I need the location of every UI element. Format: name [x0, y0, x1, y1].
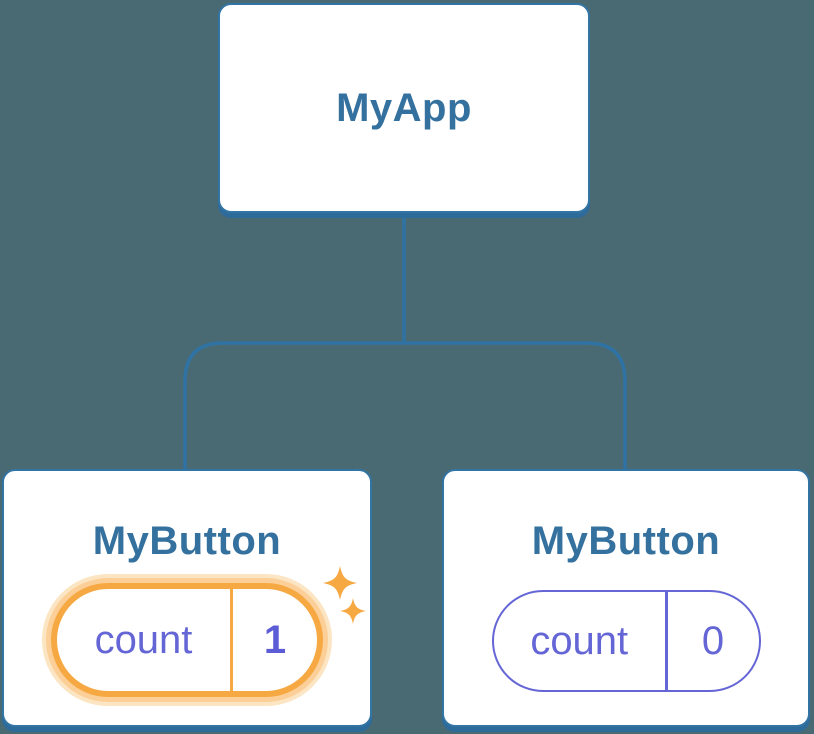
tree-node-mybutton-active: MyButton count 1	[2, 469, 372, 727]
state-value: 0	[701, 618, 725, 663]
tree-node-mybutton-default: MyButton count 0	[442, 469, 810, 727]
sparkle-icon	[323, 566, 366, 624]
state-badge-highlighted: count 1	[51, 583, 323, 697]
branch-bracket-line	[183, 341, 627, 469]
node-label: MyButton	[92, 519, 282, 563]
state-value: 1	[263, 617, 287, 662]
tree-node-myapp: MyApp	[218, 3, 590, 213]
node-label: MyButton	[531, 519, 721, 563]
state-key: count	[530, 618, 629, 663]
state-badge-divider	[665, 592, 668, 690]
state-key: count	[94, 617, 193, 662]
state-badge-default: count 0	[491, 590, 761, 692]
state-badge-divider	[230, 589, 233, 691]
node-label: MyApp	[336, 86, 472, 130]
